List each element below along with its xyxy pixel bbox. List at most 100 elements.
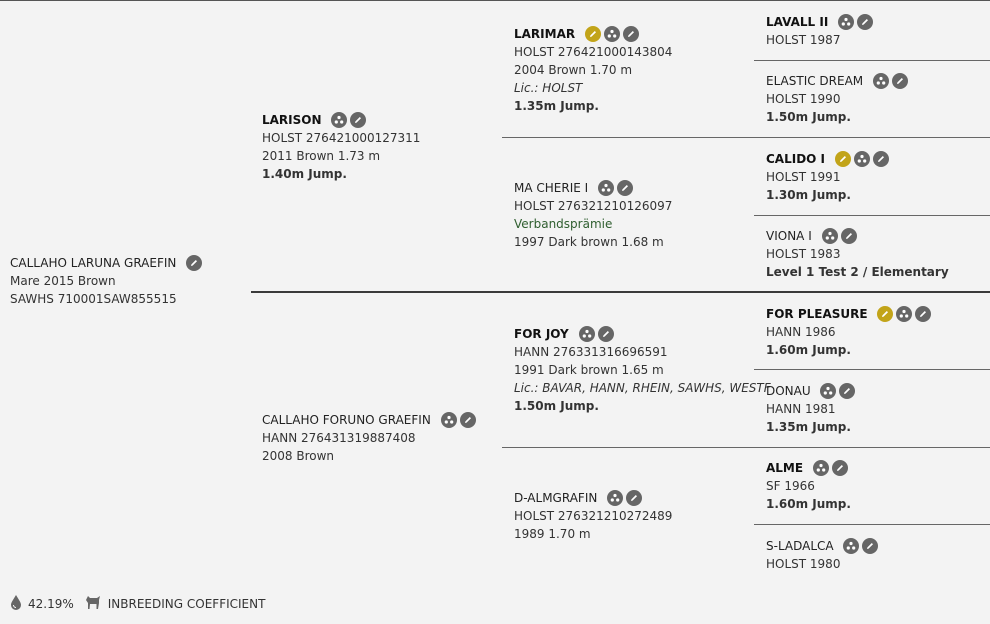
horse-name[interactable]: ELASTIC DREAM	[766, 73, 864, 88]
dam-dam-horse: D-ALMGRAFIN HOLST 276321210272489 1989 1…	[514, 488, 672, 543]
horse-license: Lic.: HOLST	[514, 80, 583, 95]
horse-name[interactable]: ALME	[766, 460, 804, 475]
horse-name[interactable]: VIONA I	[766, 228, 812, 243]
ssd-horse: ELASTIC DREAM HOLST 1990 1.50m Jump.	[766, 71, 908, 126]
horse-info: 1991 Dark brown 1.65 m	[514, 362, 664, 377]
sire-sire-horse: LARIMAR HOLST 276421000143804 2004 Brown…	[514, 24, 672, 115]
pedigree-icon[interactable]	[896, 305, 913, 322]
horse-icon	[84, 594, 102, 613]
pencil-icon[interactable]	[915, 305, 932, 322]
horse-performance: 1.35m Jump.	[766, 419, 851, 434]
horse-name[interactable]: MA CHERIE I	[514, 180, 589, 195]
horse-name[interactable]: D-ALMGRAFIN	[514, 490, 598, 505]
horse-info: HANN 1986	[766, 324, 836, 339]
pedigree-icon[interactable]	[603, 25, 620, 42]
pedigree-icon[interactable]	[872, 72, 889, 89]
pencil-icon[interactable]	[862, 537, 879, 554]
sss-horse: LAVALL II HOLST 1987	[766, 12, 874, 49]
pencil-icon[interactable]	[857, 13, 874, 30]
pedigree-icon[interactable]	[598, 179, 615, 196]
sdd-horse: VIONA I HOLST 1983 Level 1 Test 2 / Elem…	[766, 226, 949, 281]
pedigree-icon[interactable]	[820, 382, 837, 399]
pedigree-icon[interactable]	[578, 325, 595, 342]
sds-horse: CALIDO I HOLST 1991 1.30m Jump.	[766, 149, 889, 204]
pencil-icon[interactable]	[831, 459, 848, 476]
divider-g2-top	[502, 137, 990, 138]
horse-name[interactable]: LARIMAR	[514, 26, 576, 41]
horse-registration: HOLST 276321210126097	[514, 198, 673, 213]
horse-info: HOLST 1987	[766, 32, 841, 47]
top-border	[0, 0, 990, 1]
pencil-icon[interactable]	[186, 254, 203, 271]
horse-info: HOLST 1980	[766, 556, 841, 571]
horse-registration: HANN 276431319887408	[262, 430, 416, 445]
pedigree-icon[interactable]	[843, 537, 860, 554]
license-icon[interactable]	[877, 305, 894, 322]
pedigree-icon[interactable]	[331, 111, 348, 128]
inbreeding-footer: 42.19% INBREEDING COEFFICIENT	[10, 594, 265, 613]
pedigree-icon[interactable]	[853, 150, 870, 167]
pencil-icon[interactable]	[872, 150, 889, 167]
horse-name[interactable]: LAVALL II	[766, 14, 829, 29]
ddd-horse: S-LADALCA HOLST 1980	[766, 536, 879, 573]
horse-registration: HANN 276331316696591	[514, 344, 668, 359]
divider-g3-1	[754, 60, 990, 61]
pedigree-icon[interactable]	[440, 411, 457, 428]
horse-performance: 1.40m Jump.	[262, 166, 347, 181]
license-icon[interactable]	[584, 25, 601, 42]
pencil-icon[interactable]	[617, 179, 634, 196]
horse-performance: 1.35m Jump.	[514, 98, 599, 113]
pencil-icon[interactable]	[626, 489, 643, 506]
horse-info: HOLST 1983	[766, 246, 841, 261]
horse-name[interactable]: S-LADALCA	[766, 538, 834, 553]
horse-performance: 1.50m Jump.	[766, 109, 851, 124]
pedigree-icon[interactable]	[812, 459, 829, 476]
horse-info: 2011 Brown 1.73 m	[262, 148, 381, 163]
pedigree-icon[interactable]	[821, 227, 838, 244]
horse-performance: 1.50m Jump.	[514, 398, 599, 413]
horse-performance: Level 1 Test 2 / Elementary	[766, 264, 949, 279]
horse-name[interactable]: DONAU	[766, 383, 811, 398]
horse-name[interactable]: CALIDO I	[766, 151, 826, 166]
subject-horse: CALLAHO LARUNA GRAEFIN Mare 2015 Brown S…	[10, 253, 203, 308]
inbreeding-percentage: 42.19%	[28, 596, 74, 611]
pencil-icon[interactable]	[597, 325, 614, 342]
dds-horse: ALME SF 1966 1.60m Jump.	[766, 458, 851, 513]
dss-horse: FOR PLEASURE HANN 1986 1.60m Jump.	[766, 304, 932, 359]
drop-icon	[10, 594, 22, 613]
pencil-icon[interactable]	[839, 382, 856, 399]
divider-g3-3	[754, 369, 990, 370]
horse-info: SF 1966	[766, 478, 815, 493]
dsd-horse: DONAU HANN 1981 1.35m Jump.	[766, 381, 856, 436]
pencil-icon[interactable]	[622, 25, 639, 42]
horse-registration: HOLST 276321210272489	[514, 508, 673, 523]
horse-info: Mare 2015 Brown	[10, 273, 116, 288]
dam-horse: CALLAHO FORUNO GRAEFIN HANN 276431319887…	[262, 410, 476, 465]
pencil-icon[interactable]	[350, 111, 367, 128]
pedigree-icon[interactable]	[838, 13, 855, 30]
horse-info: HOLST 1991	[766, 169, 841, 184]
horse-performance: 1.60m Jump.	[766, 496, 851, 511]
sire-dam-horse: MA CHERIE I HOLST 276321210126097 Verban…	[514, 178, 672, 251]
horse-info: 2004 Brown 1.70 m	[514, 62, 633, 77]
divider-main	[251, 291, 990, 293]
divider-g3-4	[754, 524, 990, 525]
divider-g3-2	[754, 215, 990, 216]
horse-registration: HOLST 276421000127311	[262, 130, 421, 145]
inbreeding-label: INBREEDING COEFFICIENT	[107, 596, 266, 611]
pedigree-icon[interactable]	[607, 489, 624, 506]
horse-name[interactable]: CALLAHO FORUNO GRAEFIN	[262, 412, 431, 427]
horse-info: HANN 1981	[766, 401, 836, 416]
horse-info: 1997 Dark brown 1.68 m	[514, 234, 664, 249]
horse-name[interactable]: FOR PLEASURE	[766, 306, 868, 321]
horse-award: Verbandsprämie	[514, 216, 613, 231]
license-icon[interactable]	[834, 150, 851, 167]
pencil-icon[interactable]	[459, 411, 476, 428]
pencil-icon[interactable]	[891, 72, 908, 89]
horse-name[interactable]: LARISON	[262, 112, 322, 127]
sire-horse: LARISON HOLST 276421000127311 2011 Brown…	[262, 110, 420, 183]
horse-name[interactable]: CALLAHO LARUNA GRAEFIN	[10, 255, 177, 270]
horse-info: 1989 1.70 m	[514, 526, 591, 541]
pencil-icon[interactable]	[840, 227, 857, 244]
horse-name[interactable]: FOR JOY	[514, 326, 569, 341]
